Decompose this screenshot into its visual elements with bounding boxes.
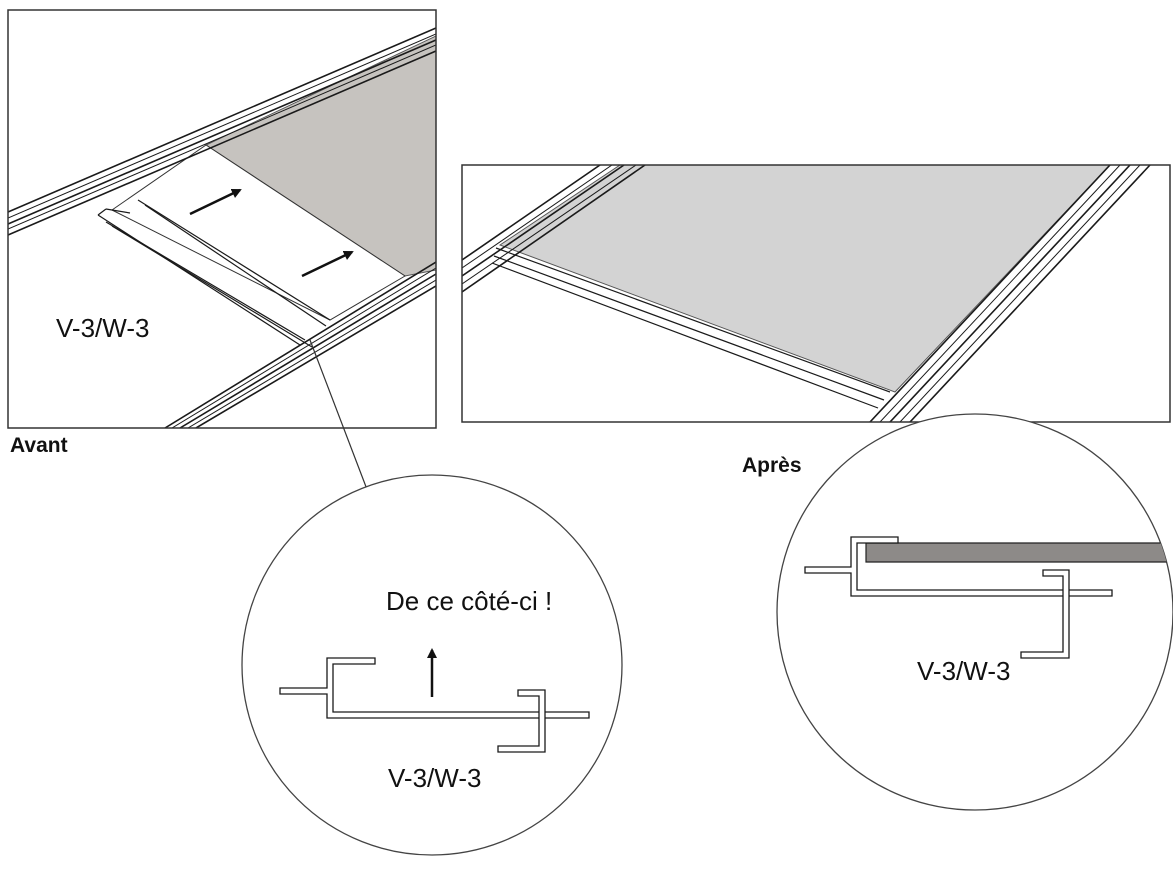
profile-piece bbox=[491, 247, 891, 409]
ceiling-board-light bbox=[498, 165, 1111, 393]
after-label: Après bbox=[742, 454, 802, 477]
before-label: Avant bbox=[10, 434, 68, 457]
ceiling-board-section bbox=[865, 542, 1171, 563]
right-rail bbox=[869, 165, 1151, 422]
arrow-right-icon bbox=[301, 250, 354, 278]
profile-label: V-3/W-3 bbox=[917, 656, 1010, 686]
top-rail bbox=[462, 165, 646, 293]
after-frame bbox=[461, 164, 1171, 423]
after-label-bg bbox=[738, 448, 820, 478]
profile-label: V-3/W-3 bbox=[56, 313, 149, 343]
profile-label: V-3/W-3 bbox=[388, 763, 481, 793]
side-note: De ce côté-ci ! bbox=[386, 586, 552, 616]
after-panel bbox=[461, 164, 1171, 423]
ceiling-board-white bbox=[111, 144, 406, 321]
before-detail-circle: De ce côté-ci ! V-3/W-3 bbox=[241, 474, 623, 856]
profile-piece bbox=[97, 199, 331, 348]
profile-section bbox=[279, 657, 590, 753]
before-panel: V-3/W-3 bbox=[7, 9, 437, 429]
arrow-right-icon bbox=[189, 188, 242, 216]
profile-section bbox=[804, 536, 1113, 659]
detail-leader-line bbox=[309, 339, 369, 493]
top-rail bbox=[8, 27, 436, 236]
after-detail-circle: V-3/W-3 bbox=[776, 413, 1173, 811]
before-frame bbox=[7, 9, 437, 429]
